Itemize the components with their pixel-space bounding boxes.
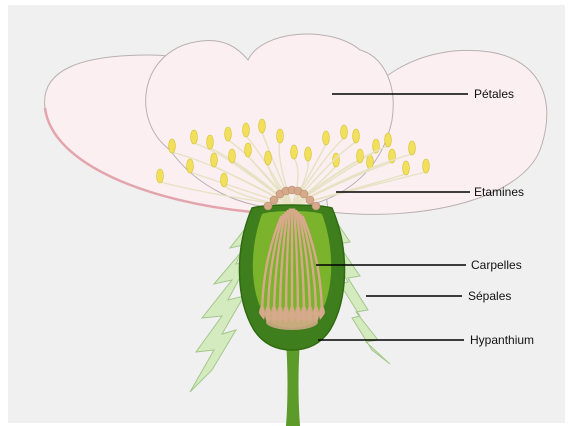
- stamen-anther: [207, 135, 214, 149]
- carpel-stigma: [264, 202, 272, 210]
- carpel-stigma: [312, 202, 320, 210]
- label-sepales: Sépales: [468, 289, 511, 303]
- label-hypanthium: Hypanthium: [470, 333, 534, 347]
- stamen-anther: [403, 161, 410, 175]
- stamen-anther: [277, 129, 284, 143]
- carpel-stigma: [306, 196, 314, 204]
- stamen-anther: [157, 169, 164, 183]
- carpel-stigma: [270, 196, 278, 204]
- stamen-anther: [353, 129, 360, 143]
- stamen-anther: [243, 123, 250, 137]
- label-etamines: Etamines: [474, 185, 524, 199]
- stamen-anther: [259, 119, 266, 133]
- stamen-anther: [229, 149, 236, 163]
- stamen-anther: [211, 153, 218, 167]
- stamen-anther: [225, 127, 232, 141]
- hypanthium: [239, 186, 344, 350]
- stamen-anther: [423, 159, 430, 173]
- stamen-anther: [265, 151, 272, 165]
- carpel-base: [266, 314, 318, 330]
- stamen-anther: [191, 130, 198, 144]
- stamen-anther: [409, 141, 416, 155]
- stamen-anther: [245, 143, 252, 157]
- label-carpelles: Carpelles: [471, 258, 522, 272]
- stamen-anther: [169, 139, 176, 153]
- stamen-anther: [187, 159, 194, 173]
- stem: [286, 340, 300, 426]
- stamen-anther: [357, 149, 364, 163]
- stamen-anther: [323, 131, 330, 145]
- stamen-anther: [385, 133, 392, 147]
- stamen-anther: [305, 147, 312, 161]
- carpel-stigma: [300, 190, 308, 198]
- stamen-anther: [221, 173, 228, 187]
- label-petales: Pétales: [474, 87, 514, 101]
- stamen-anther: [341, 125, 348, 139]
- stamen-anther: [291, 145, 298, 159]
